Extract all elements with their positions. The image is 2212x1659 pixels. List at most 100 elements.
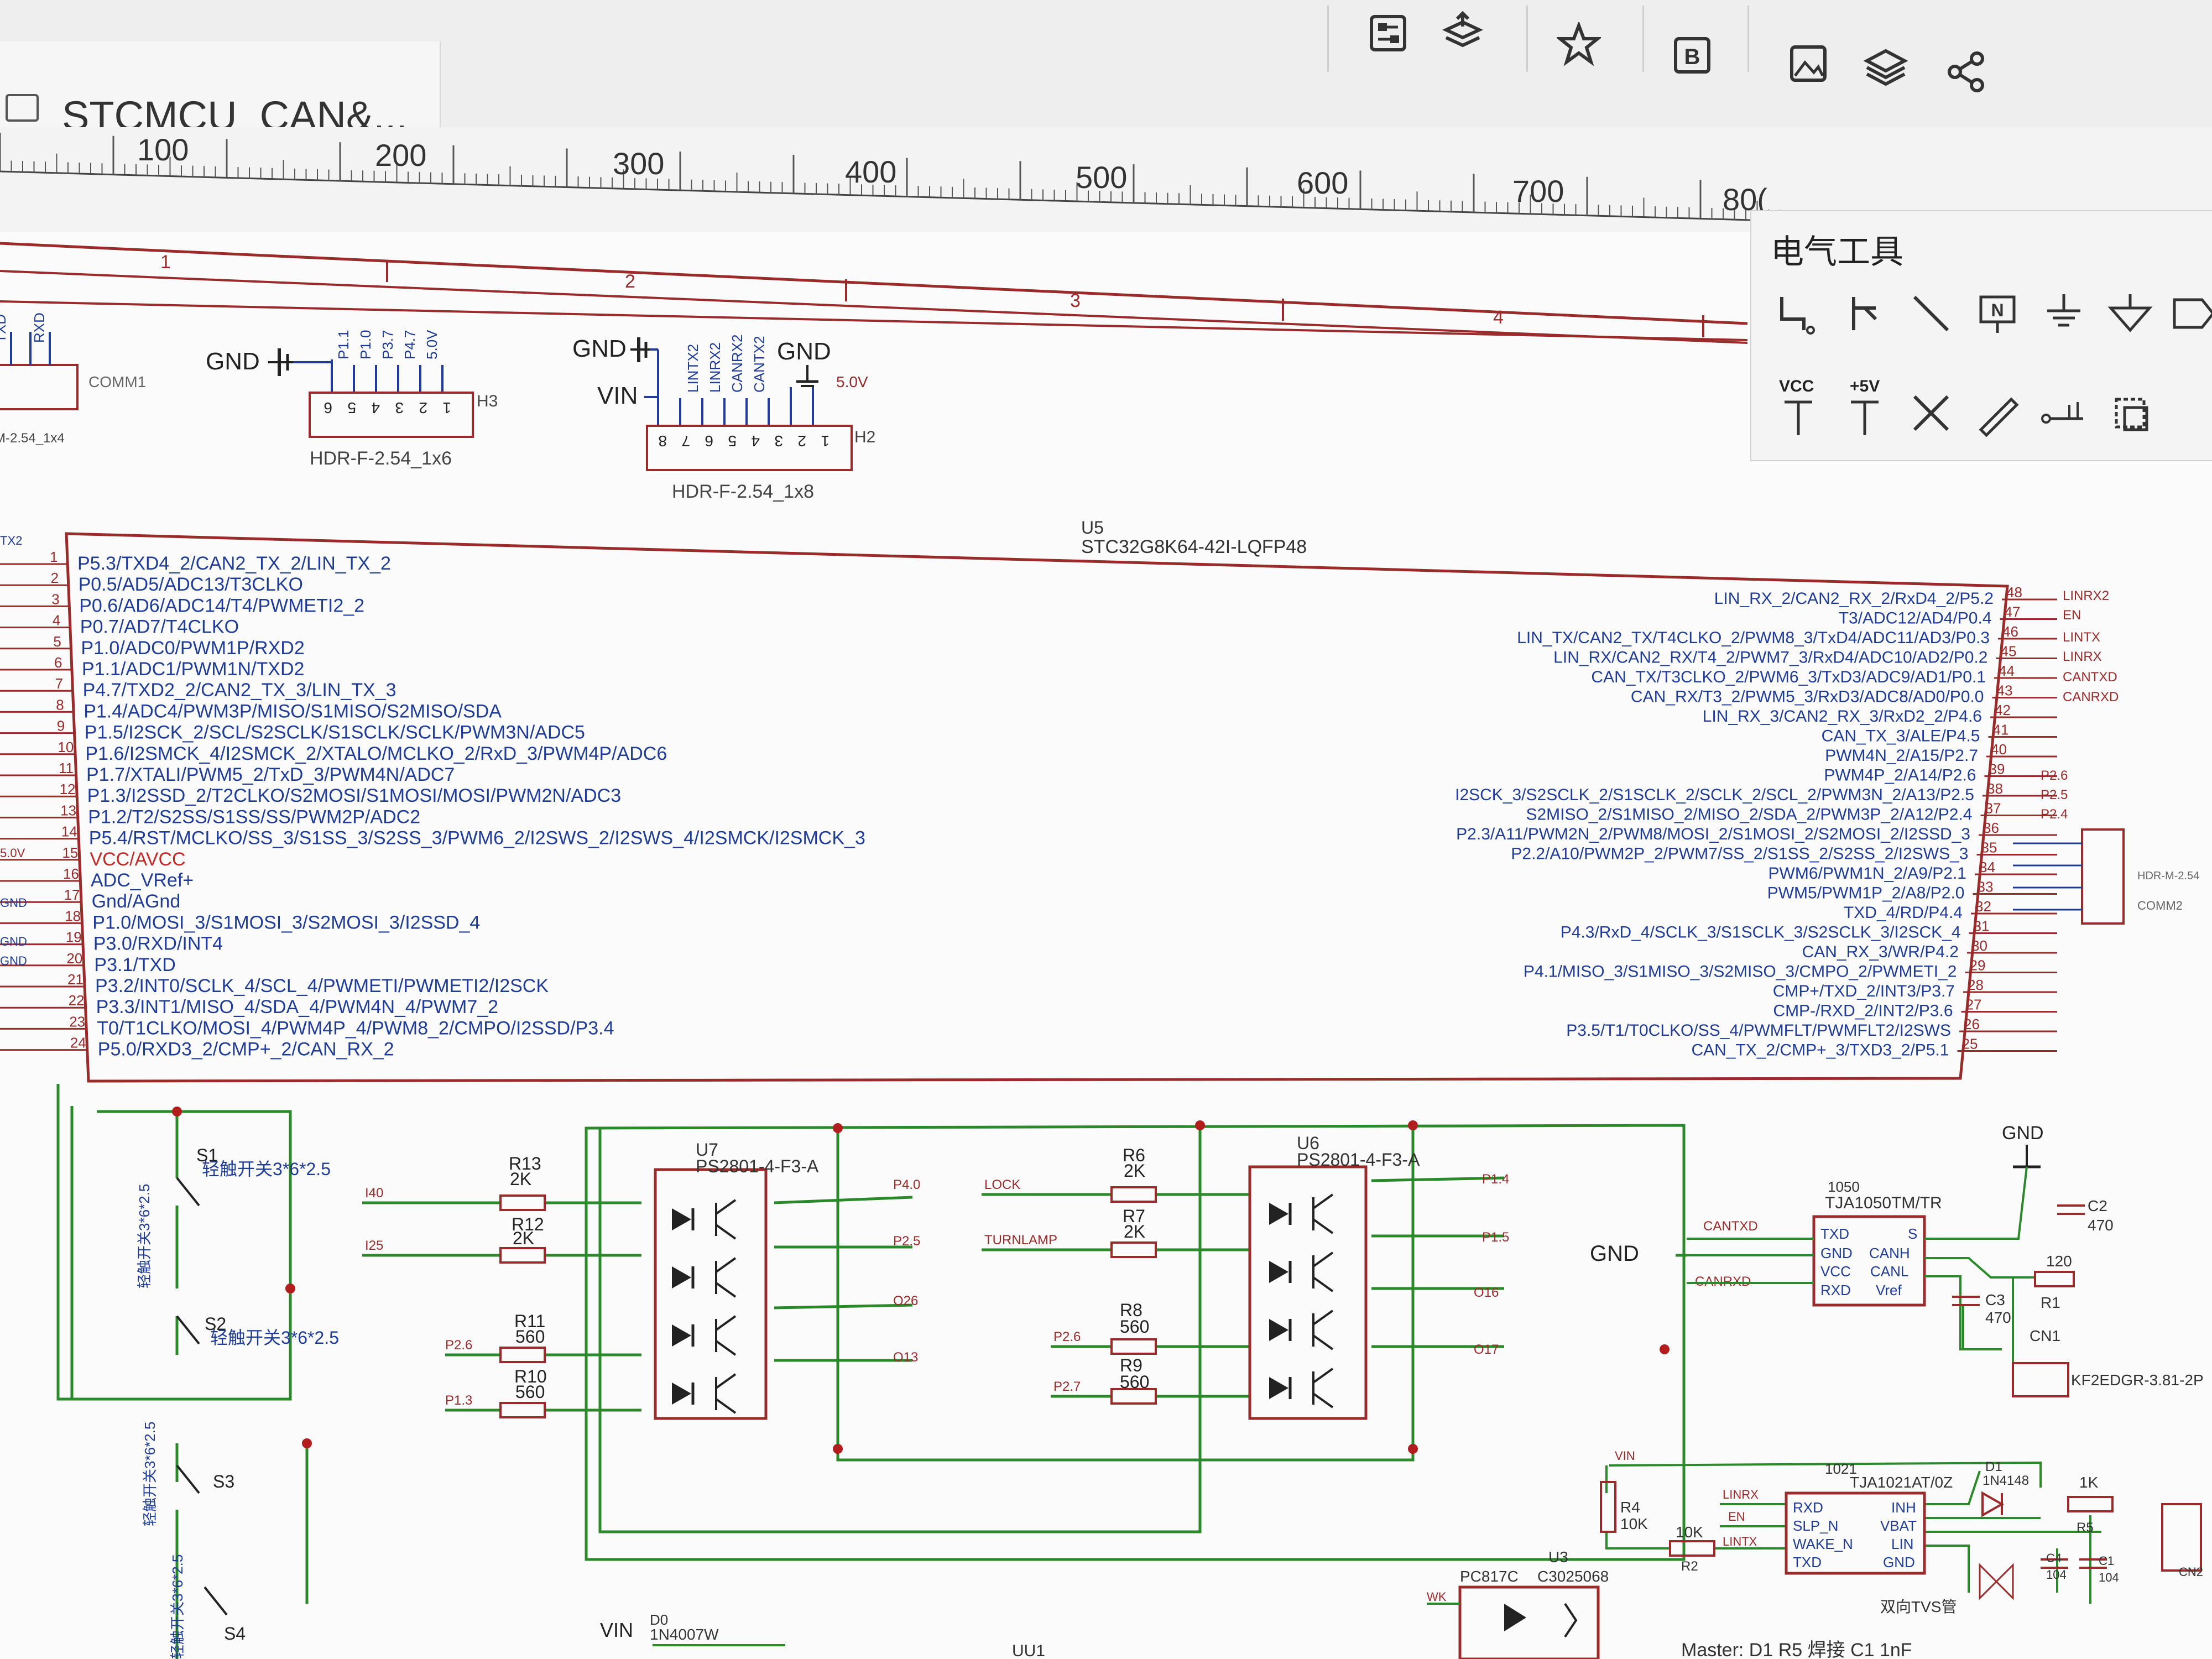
net-port-icon[interactable]: N bbox=[1967, 283, 2028, 344]
mcu-pin-number: 8 bbox=[56, 696, 64, 713]
can-transceiver[interactable]: GND GND 1050 TJA1050TM/TR TXD GND VCC RX… bbox=[1590, 1123, 2204, 1397]
pin-number: 8 bbox=[658, 432, 667, 450]
switch-ref: S3 bbox=[213, 1472, 234, 1491]
mcu-pin-name: CAN_TX_3/ALE/P4.5 bbox=[1822, 727, 1980, 745]
mcu-pin-number: 41 bbox=[1993, 722, 2009, 738]
frame-zone: 4 bbox=[1493, 307, 1504, 328]
can-pin: GND bbox=[1820, 1245, 1853, 1261]
stack-icon[interactable] bbox=[1861, 41, 1911, 91]
net-label: LINRX bbox=[2063, 649, 2102, 664]
star-icon[interactable] bbox=[1554, 19, 1604, 69]
resistor-value: 560 bbox=[515, 1382, 545, 1402]
h3-ref: H3 bbox=[477, 392, 498, 410]
net-label: RXD bbox=[31, 312, 48, 343]
mcu-pin-name: P4.7/TXD2_2/CAN2_TX_3/LIN_TX_3 bbox=[83, 680, 397, 701]
net-label: I40 bbox=[365, 1186, 383, 1201]
net-label: LOCK bbox=[984, 1177, 1020, 1192]
sheet-symbol-icon[interactable] bbox=[2100, 383, 2161, 444]
schematic-canvas[interactable]: 1 2 3 4 TXD RXD COMM1 M-2.54_1x4 GND bbox=[0, 232, 2212, 1659]
pin-number: 6 bbox=[705, 432, 713, 450]
mcu-pin-name: P1.7/XTALI/PWM5_2/TxD_3/PWM4N/ADC7 bbox=[86, 764, 455, 785]
probe-icon[interactable] bbox=[1967, 383, 2028, 444]
pin-icon[interactable] bbox=[2033, 383, 2094, 444]
plus5v-icon[interactable] bbox=[1834, 388, 1895, 449]
net-label: P2.5 bbox=[2041, 787, 2068, 802]
net-flag-icon[interactable] bbox=[2161, 283, 2212, 344]
mcu-pin-name: PWM4N_2/A15/P2.7 bbox=[1825, 747, 1978, 765]
ruler-label: 500 bbox=[1076, 160, 1127, 195]
resistor-value: 2K bbox=[1124, 1222, 1145, 1241]
image-icon[interactable] bbox=[1783, 39, 1833, 88]
led-symbol bbox=[1269, 1261, 1288, 1283]
mcu-pin-number: 36 bbox=[1983, 820, 1999, 836]
net-label: O26 bbox=[893, 1293, 918, 1308]
vcc-icon[interactable] bbox=[1768, 388, 1829, 449]
mcu-pin-name: P4.1/MISO_3/S1MISO_3/S2MISO_3/CMPO_2/PWM… bbox=[1524, 963, 1957, 981]
net-label: CANTX2 bbox=[751, 336, 768, 393]
pin-number: 3 bbox=[774, 432, 783, 450]
wire-icon[interactable] bbox=[1768, 283, 1829, 344]
mcu-pin-name: P5.3/TXD4_2/CAN2_TX_2/LIN_TX_2 bbox=[77, 553, 391, 574]
ground-icon[interactable] bbox=[2033, 283, 2094, 344]
net-label: P3.7 bbox=[379, 330, 396, 360]
phototransistor-symbol bbox=[715, 1199, 737, 1240]
mcu-pin-name: Gnd/AGnd bbox=[92, 891, 181, 912]
top-bar: STCMCU_CAN&... B bbox=[0, 0, 2212, 139]
pin-number: 2 bbox=[419, 399, 427, 416]
opto-u6[interactable]: U6 PS2801-4-F3-A P1.4 P1.5 O16 O17 bbox=[1248, 1133, 1509, 1420]
mcu-pin-name: P1.2/T2/S2SS/S1SS/SS/PWM2P/ADC2 bbox=[88, 806, 420, 827]
frame-zone: 1 bbox=[160, 252, 171, 273]
line-icon[interactable] bbox=[1901, 283, 1961, 344]
phototransistor-symbol bbox=[1312, 1368, 1334, 1408]
diode-ref: D1 bbox=[1985, 1459, 2002, 1474]
cap-ref: C1 bbox=[2099, 1554, 2114, 1568]
bus-icon[interactable] bbox=[1834, 283, 1895, 344]
net-label: TX2 bbox=[0, 534, 22, 547]
ruler-label: 300 bbox=[613, 146, 664, 181]
header-comm2[interactable]: HDR-M-2.54 COMM2 bbox=[2013, 828, 2199, 925]
document-tab[interactable]: STCMCU_CAN&... bbox=[0, 41, 441, 139]
ruler-label: 400 bbox=[845, 154, 896, 189]
can-pin: RXD bbox=[1820, 1282, 1851, 1298]
header-h3[interactable]: GND P1.1 P1.0 P3.7 P4.7 5.0V 6 5 4 3 2 1 bbox=[206, 330, 498, 469]
lin-transceiver[interactable]: VIN R4 10K 10K R2 LINRX EN LINTX 1021 TJ… bbox=[1600, 1449, 2203, 1659]
share-icon[interactable] bbox=[1941, 47, 1991, 97]
signal-ground-icon[interactable] bbox=[2100, 283, 2161, 344]
diode-d0[interactable]: VIN D0 1N4007W UU1 bbox=[600, 1611, 1045, 1659]
lin-pin: VBAT bbox=[1880, 1517, 1917, 1534]
resistor-bank-right[interactable]: R6 2K R7 2K R8 560 R9 560 LOCK TURNLAMP … bbox=[984, 1145, 1157, 1405]
opto-u7[interactable]: U7 PS2801-4-F3-A P4.0 P2.5 O26 O13 bbox=[654, 1140, 920, 1420]
mcu-pin-number: 28 bbox=[1968, 977, 1984, 993]
diode-ref: D0 bbox=[650, 1611, 668, 1628]
vcc-label[interactable]: VCC bbox=[1779, 377, 1814, 395]
no-connect-icon[interactable] bbox=[1901, 383, 1961, 444]
schematic-icon[interactable] bbox=[1363, 8, 1413, 58]
net-label: VIN bbox=[1615, 1449, 1635, 1463]
bottom-ref: UU1 bbox=[1012, 1642, 1045, 1659]
mcu-pin-number: 35 bbox=[1981, 839, 1997, 856]
resistor-value: 10K bbox=[1620, 1515, 1648, 1532]
header-comm1[interactable]: TXD RXD COMM1 M-2.54_1x4 bbox=[0, 312, 146, 446]
resistor-bank-left[interactable]: R13 2K R12 2K R11 560 R10 560 I40 I25 P2… bbox=[365, 1154, 547, 1418]
resistor-value: 1K bbox=[2079, 1474, 2099, 1491]
net-label: P2.7 bbox=[1053, 1379, 1081, 1394]
resistor-ref: R1 bbox=[2041, 1294, 2060, 1311]
plus5v-label[interactable]: +5V bbox=[1850, 377, 1880, 395]
b-box-icon[interactable]: B bbox=[1667, 30, 1717, 80]
mcu-pin-name: P1.6/I2SMCK_4/I2SMCK_2/XTALO/MCLKO_2/RxD… bbox=[85, 743, 667, 764]
horizontal-ruler[interactable]: 100 200 300 400 500 600 700 80( bbox=[0, 127, 2212, 232]
mcu-pin-number: 6 bbox=[54, 654, 62, 671]
switch-block[interactable] bbox=[56, 1084, 312, 1659]
header-h2[interactable]: GND VIN GND 5.0V LINTX2 LINRX2 CANRX2 CA… bbox=[572, 335, 875, 502]
gnd-label: GND bbox=[572, 335, 627, 362]
cap-ref: C3 bbox=[1985, 1291, 2005, 1308]
net-label: LINTX bbox=[2063, 630, 2100, 645]
mcu-pin-number: 25 bbox=[1962, 1036, 1978, 1052]
net-label: GND bbox=[0, 896, 27, 910]
pin-number: 1 bbox=[821, 432, 830, 450]
optocoupler-u3[interactable]: PC817C C3025068 U3 WK bbox=[1427, 1548, 1609, 1659]
layers-up-icon[interactable] bbox=[1438, 8, 1488, 58]
lin-pin: RXD bbox=[1793, 1499, 1823, 1516]
resistor-ref: R2 bbox=[1681, 1559, 1698, 1574]
